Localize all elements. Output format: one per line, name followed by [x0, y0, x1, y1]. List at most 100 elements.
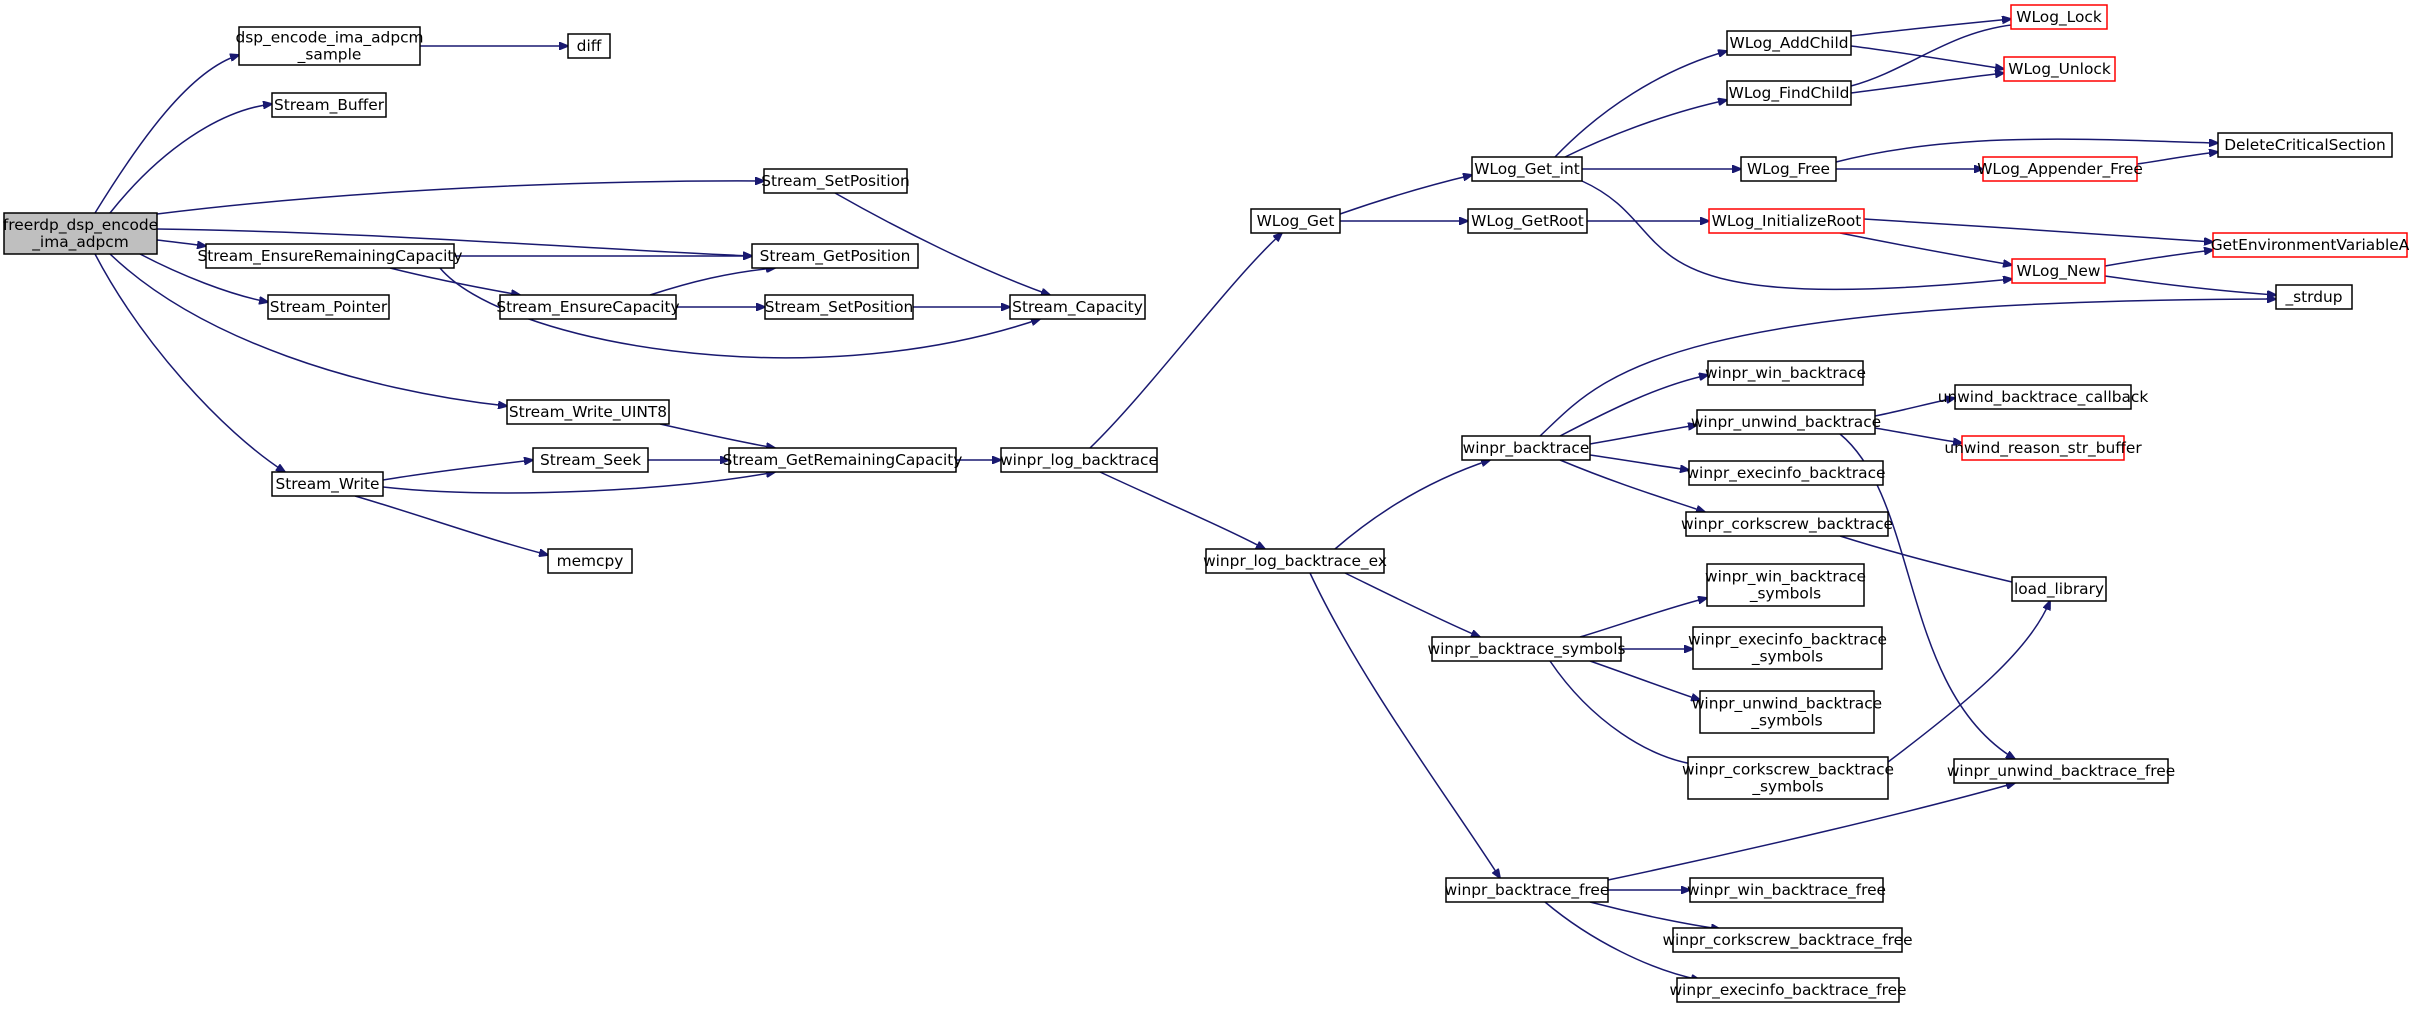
- node-box: [271, 471, 384, 497]
- node-strdup[interactable]: _strdup: [2275, 284, 2353, 310]
- node-winpr-execinfo-backtrace[interactable]: winpr_execinfo_backtrace: [1686, 460, 1886, 486]
- node-label: dsp_encode_ima_adpcm: [235, 29, 423, 48]
- node-label: _symbols: [1749, 585, 1821, 604]
- node-wlog-getroot[interactable]: WLog_GetRoot: [1467, 208, 1588, 234]
- node-winpr-execinfo-backtrace-free[interactable]: winpr_execinfo_backtrace_free: [1669, 977, 1907, 1003]
- node-diff[interactable]: diff: [567, 33, 611, 59]
- node-stream-setposition-mid[interactable]: Stream_SetPosition: [764, 294, 914, 320]
- node-stream-ensurecapacity[interactable]: Stream_EnsureCapacity: [496, 294, 680, 320]
- edge-line: [156, 228, 752, 256]
- node-label: Stream_Pointer: [270, 298, 388, 317]
- node-stream-getposition[interactable]: Stream_GetPosition: [751, 243, 919, 269]
- node-label: _ima_adpcm: [31, 233, 129, 252]
- edge-winpr_log_backtrace-to-wlog_get: [1089, 233, 1282, 449]
- node-getenvironmentvariablea[interactable]: GetEnvironmentVariableA: [2211, 232, 2410, 258]
- edge-winpr_log_backtrace_ex-to-winpr_backtrace: [1334, 460, 1490, 550]
- node-wlog-addchild[interactable]: WLog_AddChild: [1726, 30, 1852, 56]
- node-box: [267, 294, 390, 320]
- node-box: [506, 399, 670, 425]
- edge-line: [382, 472, 775, 494]
- node-box: [1726, 30, 1852, 56]
- node-winpr-win-backtrace-symbols[interactable]: winpr_win_backtrace_symbols: [1705, 563, 1866, 607]
- edge-winpr_backtrace-to-winpr_corkscrew_backtrace: [1559, 459, 1705, 512]
- node-winpr-log-backtrace-ex[interactable]: winpr_log_backtrace_ex: [1203, 548, 1387, 574]
- node-wlog-findchild[interactable]: WLog_FindChild: [1726, 80, 1852, 106]
- node-stream-seek[interactable]: Stream_Seek: [532, 447, 649, 473]
- edge-stream_write-to-stream_seek: [382, 460, 533, 481]
- edge-line: [1559, 459, 1705, 512]
- node-stream-write[interactable]: Stream_Write: [271, 471, 384, 497]
- node-winpr-unwind-backtrace-symbols[interactable]: winpr_unwind_backtrace_symbols: [1692, 690, 1882, 734]
- edge-stream_ensurecapacity-to-stream_getposition: [649, 268, 775, 296]
- node-winpr-win-backtrace[interactable]: winpr_win_backtrace: [1705, 360, 1866, 386]
- edge-layer: [94, 19, 2276, 980]
- node-unwind-reason-str-buffer[interactable]: unwind_reason_str_buffer: [1944, 435, 2142, 461]
- node-label: winpr_backtrace_symbols: [1427, 640, 1625, 659]
- node-winpr-backtrace-free[interactable]: winpr_backtrace_free: [1445, 877, 1610, 903]
- edge-line: [1850, 45, 2004, 69]
- edge-line: [1539, 299, 2276, 437]
- node-wlog-initializeroot[interactable]: WLog_InitializeRoot: [1708, 208, 1865, 234]
- node-box: [1953, 758, 2169, 784]
- node-label: winpr_execinfo_backtrace: [1686, 464, 1885, 483]
- node-winpr-corkscrew-backtrace[interactable]: winpr_corkscrew_backtrace: [1681, 511, 1893, 537]
- node-stream-buffer[interactable]: Stream_Buffer: [271, 92, 387, 118]
- node-wlog-get-int[interactable]: WLog_Get_int: [1471, 156, 1583, 182]
- node-winpr-backtrace-symbols[interactable]: winpr_backtrace_symbols: [1427, 636, 1626, 662]
- node-label: Stream_Seek: [540, 451, 641, 470]
- edge-root-to-stream_pointer: [139, 253, 268, 302]
- edge-stream_setposition_top-to-stream_capacity: [834, 192, 1050, 295]
- node-stream-getremaining[interactable]: Stream_GetRemainingCapacity: [723, 447, 963, 473]
- node-wlog-get[interactable]: WLog_Get: [1250, 208, 1341, 234]
- node-wlog-free[interactable]: WLog_Free: [1740, 156, 1837, 182]
- node-label: unwind_reason_str_buffer: [1944, 439, 2142, 458]
- edge-wlog_get_int-to-wlog_new: [1581, 180, 2012, 291]
- node-winpr-unwind-backtrace-free[interactable]: winpr_unwind_backtrace_free: [1947, 758, 2175, 784]
- edge-line: [1099, 471, 1265, 549]
- node-winpr-log-backtrace[interactable]: winpr_log_backtrace: [1000, 447, 1158, 473]
- node-wlog-appender-free[interactable]: WLog_Appender_Free: [1977, 156, 2143, 182]
- node-dsp-encode-sample[interactable]: dsp_encode_ima_adpcm_sample: [235, 26, 424, 66]
- node-label: freerdp_dsp_encode: [3, 216, 158, 235]
- node-box: [1205, 548, 1385, 574]
- node-load-library[interactable]: load_library: [2011, 576, 2107, 602]
- node-label: Stream_Write_UINT8: [509, 403, 667, 422]
- edge-line: [1850, 24, 2020, 87]
- edge-line: [1839, 232, 2012, 265]
- node-winpr-corkscrew-backtrace-free[interactable]: winpr_corkscrew_backtrace_free: [1662, 927, 1913, 953]
- node-deletecriticalsection[interactable]: DeleteCriticalSection: [2217, 132, 2393, 158]
- node-wlog-unlock[interactable]: WLog_Unlock: [2003, 56, 2116, 82]
- node-winpr-win-backtrace-free[interactable]: winpr_win_backtrace_free: [1687, 877, 1886, 903]
- node-stream-pointer[interactable]: Stream_Pointer: [267, 294, 390, 320]
- node-winpr-backtrace[interactable]: winpr_backtrace: [1461, 435, 1591, 461]
- edge-line: [1850, 19, 2011, 37]
- node-label: load_library: [2014, 580, 2104, 599]
- edge-winpr_backtrace_symbols-to-winpr_corkscrew_backtrace_symbols: [1549, 660, 1700, 765]
- node-box: [1707, 360, 1864, 386]
- node-unwind-backtrace-callback[interactable]: unwind_backtrace_callback: [1938, 384, 2149, 410]
- node-box: [567, 33, 611, 59]
- node-label: WLog_Lock: [2016, 8, 2102, 27]
- node-winpr-execinfo-backtrace-symbols[interactable]: winpr_execinfo_backtrace_symbols: [1688, 626, 1887, 670]
- node-winpr-unwind-backtrace[interactable]: winpr_unwind_backtrace: [1691, 409, 1881, 435]
- node-label: _sample: [297, 46, 362, 65]
- node-memcpy[interactable]: memcpy: [547, 548, 633, 574]
- node-stream-ensureremaining[interactable]: Stream_EnsureRemainingCapacity: [197, 243, 463, 269]
- node-box: [1708, 208, 1865, 234]
- edge-winpr_backtrace-to-winpr_execinfo_backtrace: [1589, 454, 1689, 470]
- edge-wlog_get_int-to-wlog_findchild: [1564, 100, 1727, 158]
- node-stream-capacity[interactable]: Stream_Capacity: [1009, 294, 1146, 320]
- node-root[interactable]: freerdp_dsp_encode_ima_adpcm: [3, 212, 158, 255]
- node-winpr-corkscrew-backtrace-symbols[interactable]: winpr_corkscrew_backtrace_symbols: [1682, 756, 1894, 800]
- node-label: Stream_GetPosition: [760, 247, 911, 266]
- edge-line: [156, 181, 764, 215]
- node-stream-setposition-top[interactable]: Stream_SetPosition: [761, 168, 910, 194]
- node-wlog-new[interactable]: WLog_New: [2011, 258, 2106, 284]
- edge-line: [1607, 783, 2015, 881]
- edge-root-to-stream_setposition_top: [156, 181, 764, 215]
- node-wlog-lock[interactable]: WLog_Lock: [2010, 4, 2108, 30]
- node-stream-write-uint8[interactable]: Stream_Write_UINT8: [506, 399, 670, 425]
- node-label: Stream_GetRemainingCapacity: [723, 451, 963, 470]
- edge-winpr_backtrace-to-winpr_win_backtrace: [1559, 375, 1708, 437]
- node-label: winpr_log_backtrace_ex: [1203, 552, 1387, 571]
